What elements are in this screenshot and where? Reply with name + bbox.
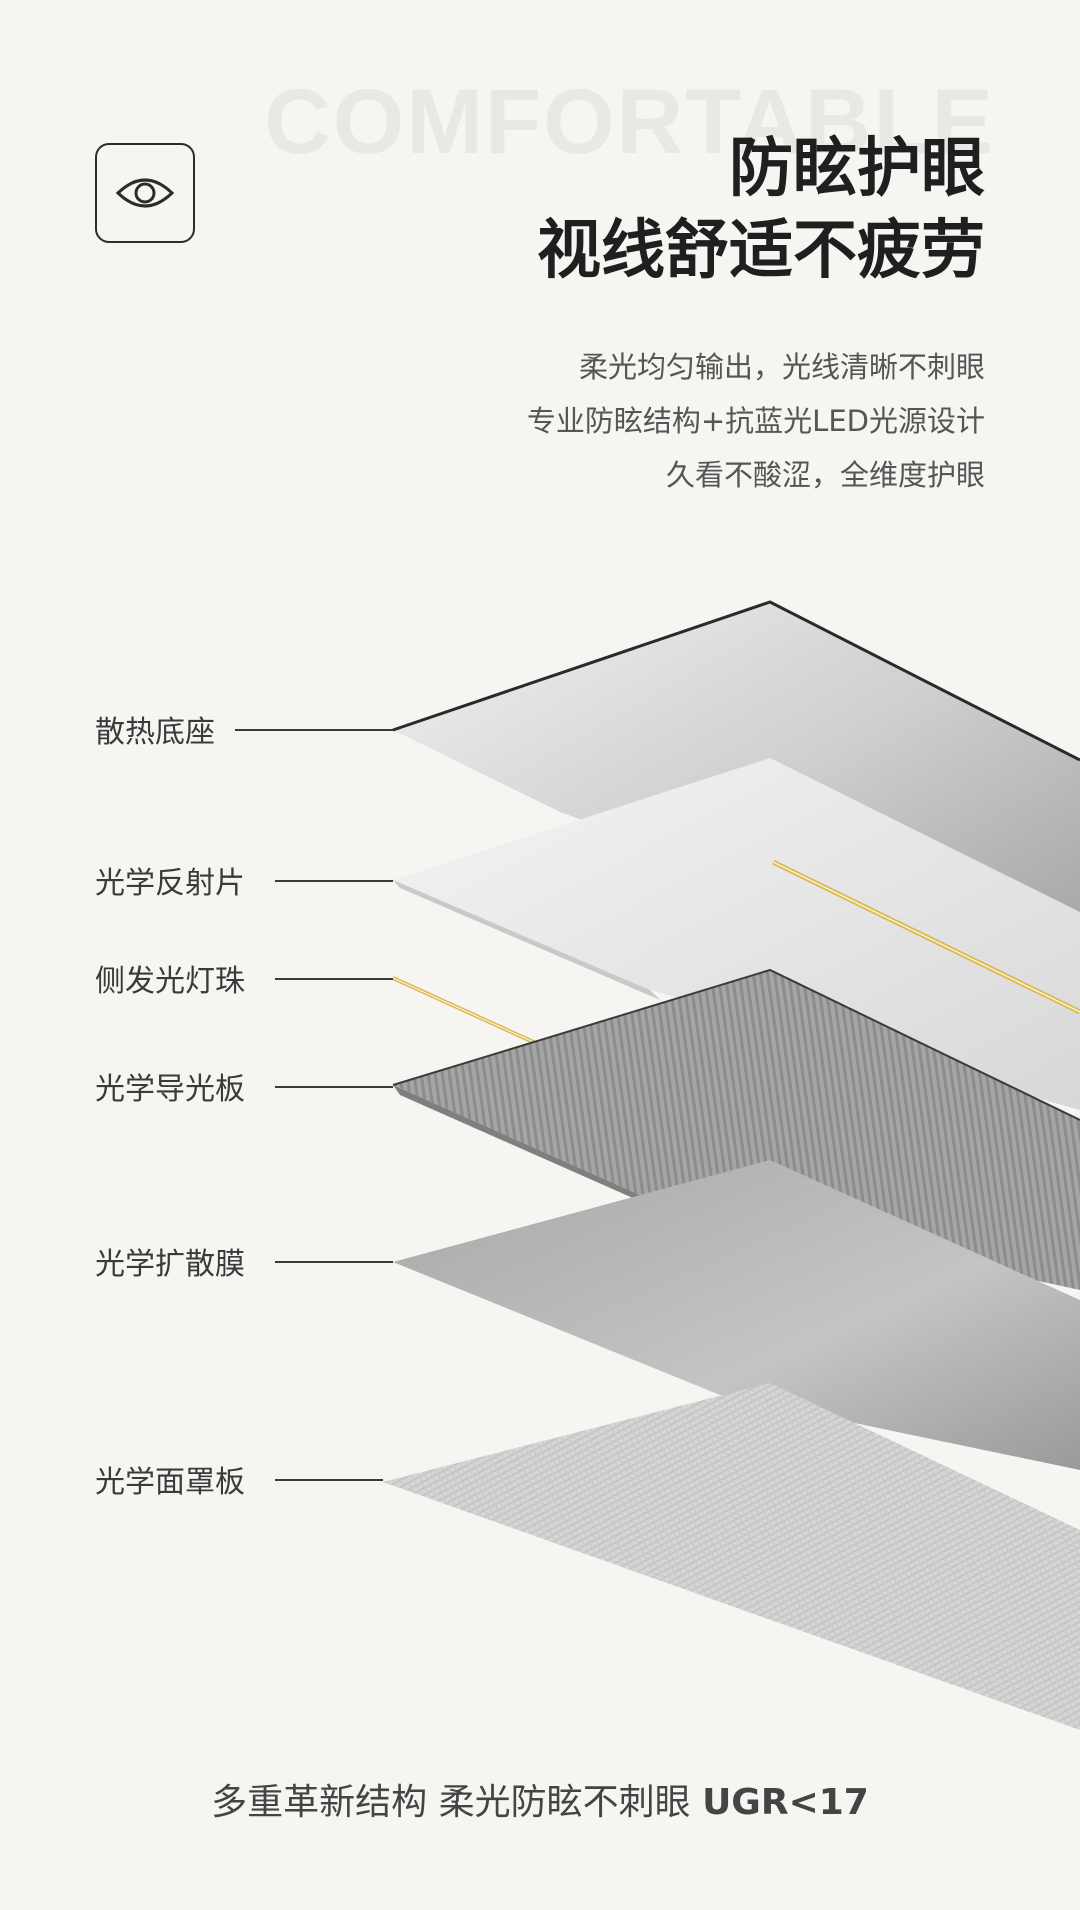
watermark-text: COMFORTABLE xyxy=(264,71,995,173)
eye-icon xyxy=(115,178,175,208)
layer-label-reflector: 光学反射片 xyxy=(95,866,245,901)
description: 柔光均匀输出，光线清晰不刺眼 专业防眩结构+抗蓝光LED光源设计 久看不酸涩，全… xyxy=(527,340,985,502)
reflector-layer xyxy=(393,758,1080,1110)
leader-line-reflector xyxy=(275,880,393,882)
title-line-1: 防眩护眼 xyxy=(729,132,985,206)
description-line-3: 久看不酸涩，全维度护眼 xyxy=(665,458,985,492)
eye-icon-box xyxy=(95,143,195,243)
layer-label-mask: 光学面罩板 xyxy=(95,1465,245,1500)
light-guide-plate-layer xyxy=(393,970,1080,1290)
footer-text: 多重革新结构 柔光防眩不刺眼 xyxy=(211,1782,703,1823)
description-line-1: 柔光均匀输出，光线清晰不刺眼 xyxy=(578,350,985,384)
leader-line-heatsink xyxy=(235,729,393,731)
diffuser-film-layer xyxy=(393,1160,1080,1470)
page-title: 防眩护眼 视线舒适不疲劳 xyxy=(537,128,985,292)
title-line-2: 视线舒适不疲劳 xyxy=(537,214,985,288)
layer-label-diffuser: 光学扩散膜 xyxy=(95,1247,245,1282)
layer-label-heatsink: 散热底座 xyxy=(95,715,215,750)
leader-line-mask xyxy=(275,1479,383,1481)
layer-label-led: 侧发光灯珠 xyxy=(95,964,245,999)
leader-line-led xyxy=(275,978,393,980)
layer-label-light-guide: 光学导光板 xyxy=(95,1072,245,1107)
leader-line-diffuser xyxy=(275,1261,393,1263)
footer-tagline: 多重革新结构 柔光防眩不刺眼 UGR<17 xyxy=(0,1773,1080,1825)
footer-ugr-value: UGR<17 xyxy=(702,1782,869,1823)
mask-panel-layer xyxy=(383,1383,1080,1730)
leader-line-light-guide xyxy=(275,1086,393,1088)
description-line-2: 专业防眩结构+抗蓝光LED光源设计 xyxy=(526,404,985,438)
